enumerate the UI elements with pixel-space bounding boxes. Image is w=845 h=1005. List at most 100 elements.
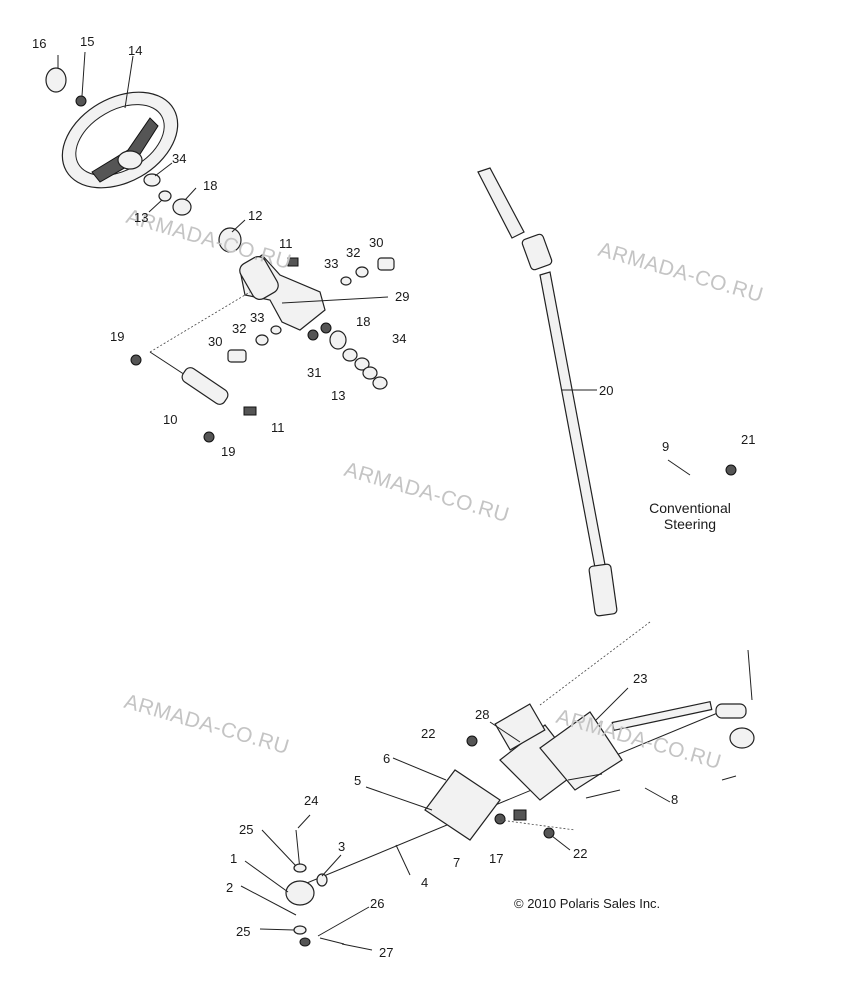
nut-31a	[307, 329, 319, 341]
callout: 34	[392, 331, 407, 346]
copyright-notice: © 2010 Polaris Sales Inc.	[514, 896, 661, 911]
leader-lines	[57, 51, 671, 951]
ball-joint-right	[729, 727, 755, 749]
nut-21	[725, 464, 737, 476]
bolt-9	[667, 459, 691, 476]
nut-15	[75, 95, 87, 107]
caption-line-1: Conventional	[649, 500, 731, 516]
jam-nut-3	[316, 873, 328, 887]
callout: 13	[331, 388, 346, 403]
callout: 33	[324, 256, 339, 271]
caption-line-2: Steering	[663, 516, 717, 533]
nut-19-bottom	[203, 431, 215, 443]
callout: 13	[134, 210, 149, 225]
bolt-30-mid	[227, 349, 247, 363]
callout: 34	[172, 151, 187, 166]
callout: 8	[671, 792, 679, 807]
callout: 7	[453, 855, 461, 870]
washer-33-mid	[270, 325, 282, 335]
callout: 23	[633, 671, 648, 686]
washer-34	[143, 173, 161, 187]
bolt-30-top	[377, 257, 395, 271]
callout: 29	[395, 289, 410, 304]
callout: 20	[599, 383, 614, 398]
bolt-8b	[567, 773, 603, 781]
washer-25-top	[293, 863, 307, 873]
steering-shaft	[477, 167, 618, 617]
washer-13	[158, 190, 172, 202]
nut-22a	[466, 735, 478, 747]
callout: 32	[346, 245, 361, 260]
callout: 2	[226, 880, 234, 895]
steering-wheel	[61, 91, 179, 189]
nut-26	[299, 937, 311, 947]
callout: 9	[662, 439, 670, 454]
callout: 26	[370, 896, 385, 911]
callout: 5	[354, 773, 362, 788]
nut-22c	[494, 813, 506, 825]
washer-stack-a	[342, 348, 358, 362]
callout: 19	[110, 329, 125, 344]
callout: 4	[421, 875, 429, 890]
callout: 18	[356, 314, 371, 329]
bolt-11-top	[287, 257, 299, 267]
callout: 17	[489, 851, 504, 866]
tie-rod-end-right	[715, 703, 747, 719]
callout: 1	[230, 851, 238, 866]
bolt-24	[295, 829, 301, 871]
bolt-right	[747, 649, 753, 701]
callout: 10	[163, 412, 178, 427]
callout: 16	[32, 36, 47, 51]
shaft-to-rack-guide	[539, 621, 651, 706]
washer-stack-d	[372, 376, 388, 390]
callout: 12	[248, 208, 263, 223]
nut-17	[513, 809, 527, 821]
callout: 22	[573, 846, 588, 861]
cotter-pin-right	[721, 775, 737, 781]
callout: 11	[279, 236, 293, 251]
callout: 22	[421, 726, 436, 741]
rack-dashed-guide	[499, 819, 576, 831]
callout: 33	[250, 310, 265, 325]
callout: 30	[208, 334, 223, 349]
strut-body	[181, 367, 229, 405]
strut-dashed-guide	[149, 291, 251, 353]
hub-cap	[45, 67, 67, 93]
nut-31b	[320, 322, 332, 334]
callout: 27	[379, 945, 394, 960]
washer-stack-b	[354, 357, 370, 371]
caption-conventional-steering: Conventional Steering	[635, 500, 745, 532]
callout: 30	[369, 235, 384, 250]
callout: 24	[304, 793, 319, 808]
callout: 11	[271, 420, 285, 435]
callout: 18	[203, 178, 218, 193]
nut-32-top	[355, 266, 369, 278]
callout: 28	[475, 707, 490, 722]
steering-rack	[289, 700, 721, 891]
callout: 14	[128, 43, 143, 58]
bushing-18-mid	[329, 330, 347, 350]
nut-32-mid	[255, 334, 269, 346]
callout: 25	[239, 822, 254, 837]
tie-rod-end-left	[285, 880, 315, 906]
bearing-12	[218, 227, 242, 253]
washer-25-bottom	[293, 925, 307, 935]
callout: 6	[383, 751, 391, 766]
callout: 32	[232, 321, 247, 336]
callout: 25	[236, 924, 251, 939]
callout: 3	[338, 839, 346, 854]
washer-stack-c	[362, 366, 378, 380]
bushing-18	[172, 198, 192, 216]
nut-22b	[543, 827, 555, 839]
callout: 15	[80, 34, 95, 49]
bolt-11-bottom	[243, 406, 257, 416]
column-bracket	[239, 254, 326, 331]
bolt-8a	[585, 789, 621, 799]
washer-33-top	[340, 276, 352, 286]
cotter-pin-27	[319, 937, 345, 945]
callout: 31	[307, 365, 322, 380]
callout: 21	[741, 432, 756, 447]
nut-19-top	[130, 354, 142, 366]
